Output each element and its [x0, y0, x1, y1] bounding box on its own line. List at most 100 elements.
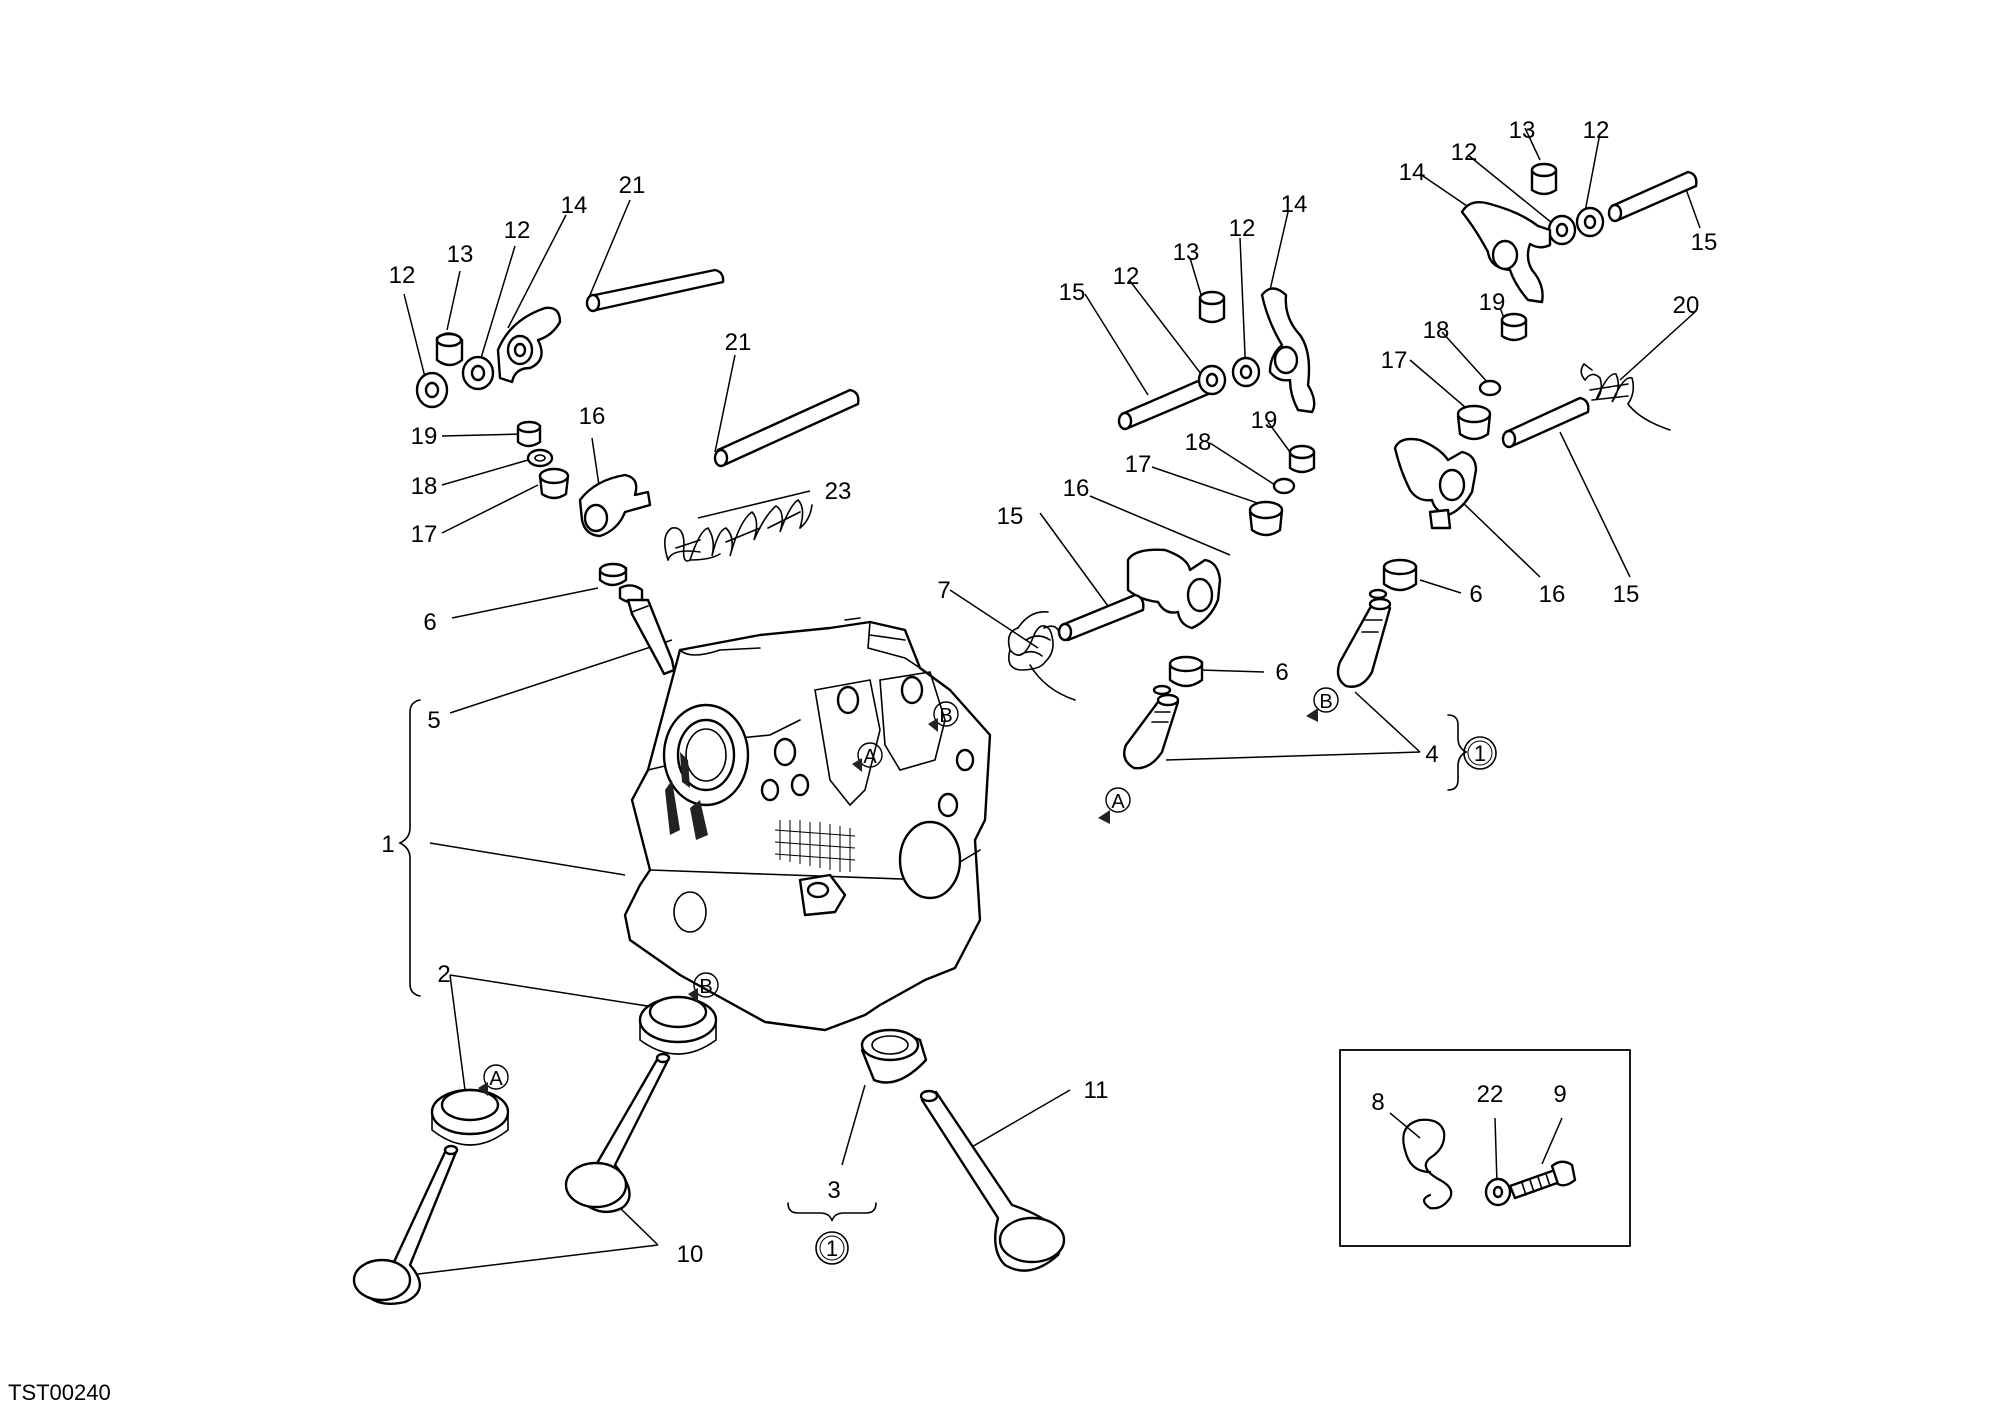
bolt-9	[1508, 1160, 1577, 1200]
position-marks: A B B A B A	[478, 687, 1339, 1096]
bushing-13-mid	[1198, 290, 1226, 324]
valve-seal-6-right	[1382, 558, 1418, 592]
mark-label: A	[489, 1068, 503, 1090]
position-mark-a-seat: A	[478, 1064, 509, 1096]
callout-22: 22	[1477, 1081, 1504, 1108]
callout-18: 18	[1423, 317, 1450, 344]
rocker-shaft-15-mid-lower	[1057, 593, 1145, 642]
rocker-shaft-15-right-upper	[1607, 170, 1698, 223]
bushing-13-right	[1530, 162, 1558, 196]
callout-14: 14	[1281, 191, 1308, 218]
callout-17: 17	[411, 521, 438, 548]
callout-15: 15	[1613, 581, 1640, 608]
callout-12: 12	[1451, 139, 1478, 166]
callout-14: 14	[1399, 159, 1426, 186]
callout-17: 17	[1125, 451, 1152, 478]
torsion-spring-7	[1007, 611, 1076, 701]
valve-seat-2-a	[430, 1088, 510, 1146]
spring-retainer-17-right	[1456, 404, 1492, 441]
callout-12: 12	[1229, 215, 1256, 242]
callout-10: 10	[677, 1241, 704, 1268]
washer-12b	[461, 355, 495, 391]
valve-11	[919, 1089, 1066, 1272]
callout-8: 8	[1371, 1089, 1384, 1116]
callout-21: 21	[725, 329, 752, 356]
mark-label: B	[939, 705, 952, 727]
callout-12: 12	[504, 217, 531, 244]
valve-cap-19-right	[1500, 312, 1528, 342]
right-rocker-group	[1336, 162, 1698, 688]
callout-2: 2	[437, 961, 450, 988]
callout-11: 11	[1084, 1077, 1109, 1104]
spring-retainer-17	[538, 467, 570, 500]
callout-19: 19	[1479, 289, 1506, 316]
callout-23: 23	[825, 478, 852, 505]
drawing-code: TST00240	[8, 1380, 111, 1405]
callout-15: 15	[1059, 279, 1086, 306]
callout-15: 15	[1691, 229, 1718, 256]
callout-5: 5	[427, 707, 440, 734]
rocker-arm-16-right	[1393, 437, 1478, 530]
callout-20: 20	[1673, 292, 1700, 319]
rocker-arm-14-mid	[1260, 287, 1316, 414]
callout-13: 13	[447, 241, 474, 268]
callout-1: 1	[381, 831, 394, 858]
callout-15: 15	[997, 503, 1024, 530]
valve-guide-5	[626, 598, 676, 676]
callout-6: 6	[1275, 659, 1288, 686]
callout-16: 16	[579, 403, 606, 430]
rocker-shaft-21-lower	[713, 388, 860, 468]
collet-18-mid	[1272, 477, 1296, 495]
callout-19: 19	[1251, 407, 1278, 434]
left-rocker-group	[415, 268, 860, 676]
callout-14: 14	[561, 192, 588, 219]
valve-10-inner	[564, 1052, 671, 1213]
washer-12-mid-b	[1231, 356, 1261, 388]
rocker-arm-14-right	[1460, 201, 1552, 304]
valve-seat-2-b	[638, 995, 718, 1055]
collet-18	[526, 448, 554, 468]
callout-12: 12	[1583, 117, 1610, 144]
callout-13: 13	[1509, 117, 1536, 144]
position-mark-b-seat: B	[688, 972, 719, 1002]
bushing-13	[435, 332, 464, 367]
valve-seal-6-mid	[1168, 655, 1204, 688]
callout-16: 16	[1539, 581, 1566, 608]
mark-label: A	[1111, 791, 1125, 813]
valve-guide-4-mid	[1123, 684, 1180, 770]
callout-4: 4	[1425, 741, 1438, 768]
callout-9: 9	[1553, 1081, 1566, 1108]
valve-cap-19	[516, 420, 542, 448]
valve-seat-3	[860, 1028, 928, 1084]
torsion-spring-23	[664, 498, 813, 562]
kit-references: 1 1	[815, 736, 1497, 1265]
cylinder-head-1	[623, 617, 992, 1032]
callout-7: 7	[937, 577, 950, 604]
position-mark-b-guide: B	[1306, 687, 1339, 722]
callout-12: 12	[389, 262, 416, 289]
callout-16: 16	[1063, 475, 1090, 502]
torsion-spring-20	[1580, 362, 1671, 431]
washer-12	[415, 371, 449, 409]
mark-label: A	[863, 746, 877, 768]
washer-12-right-b	[1575, 206, 1605, 238]
detail-inset	[1339, 1049, 1631, 1247]
middle-rocker-group	[1007, 287, 1316, 770]
mark-label: B	[1319, 691, 1332, 713]
callout-18: 18	[1185, 429, 1212, 456]
washer-12-mid	[1197, 364, 1227, 396]
kit-ref-number: 1	[826, 1236, 838, 1261]
callout-3: 3	[827, 1177, 840, 1204]
callout-13: 13	[1173, 239, 1200, 266]
kit-ref-bottom: 1	[815, 1231, 849, 1265]
spring-retainer-17-mid	[1248, 500, 1284, 537]
position-mark-b-head: B	[928, 701, 959, 732]
mark-label: B	[699, 976, 712, 998]
valve-10-outer	[352, 1144, 459, 1305]
valve-guide-4-right	[1336, 588, 1392, 688]
valve-seal-6-left	[598, 562, 644, 604]
washer-22	[1484, 1177, 1512, 1207]
kit-ref-number: 1	[1474, 741, 1486, 766]
valve-cap-19-mid	[1288, 444, 1316, 474]
